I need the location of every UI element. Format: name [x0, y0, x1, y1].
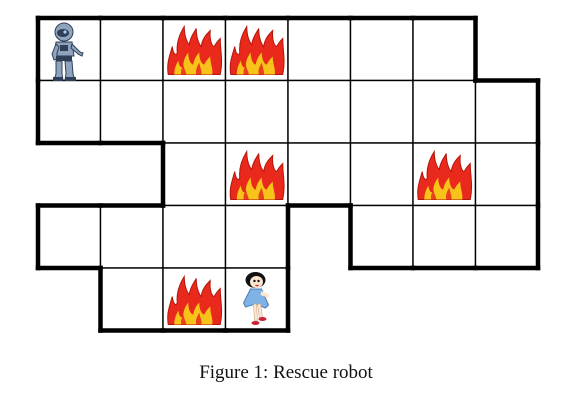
fire-icon: [167, 24, 223, 75]
grid-cell: [349, 142, 414, 207]
grid-cell: [37, 204, 102, 269]
grid-icons: [51, 22, 473, 325]
grid-cell: [224, 79, 289, 144]
figure-caption: Figure 1: Rescue robot: [199, 362, 373, 383]
grid-cell: [474, 142, 539, 207]
grid-cell: [412, 17, 477, 82]
grid-cell: [99, 267, 164, 332]
grid-cell: [224, 204, 289, 269]
grid-cell: [474, 79, 539, 144]
grid-cell: [412, 204, 477, 269]
grid-cell: [99, 204, 164, 269]
fire-icon: [167, 274, 223, 325]
girl-victim-icon: [242, 272, 270, 325]
grid-cell: [99, 17, 164, 82]
grid-cell: [162, 142, 227, 207]
fire-icon: [229, 149, 285, 200]
grid-cell: [349, 79, 414, 144]
grid-cell: [287, 79, 352, 144]
grid-cell: [287, 142, 352, 207]
grid-cell: [37, 79, 102, 144]
grid-cell: [349, 204, 414, 269]
grid-cell: [162, 204, 227, 269]
fire-icon: [229, 24, 285, 75]
grid-cell: [287, 17, 352, 82]
grid-cell: [162, 79, 227, 144]
robot-icon: [51, 22, 84, 81]
grid-cell: [99, 79, 164, 144]
grid-cell: [412, 79, 477, 144]
grid-outline: [35, 15, 541, 333]
fire-icon: [417, 149, 473, 200]
grid-cell: [349, 17, 414, 82]
grid-cell: [474, 204, 539, 269]
